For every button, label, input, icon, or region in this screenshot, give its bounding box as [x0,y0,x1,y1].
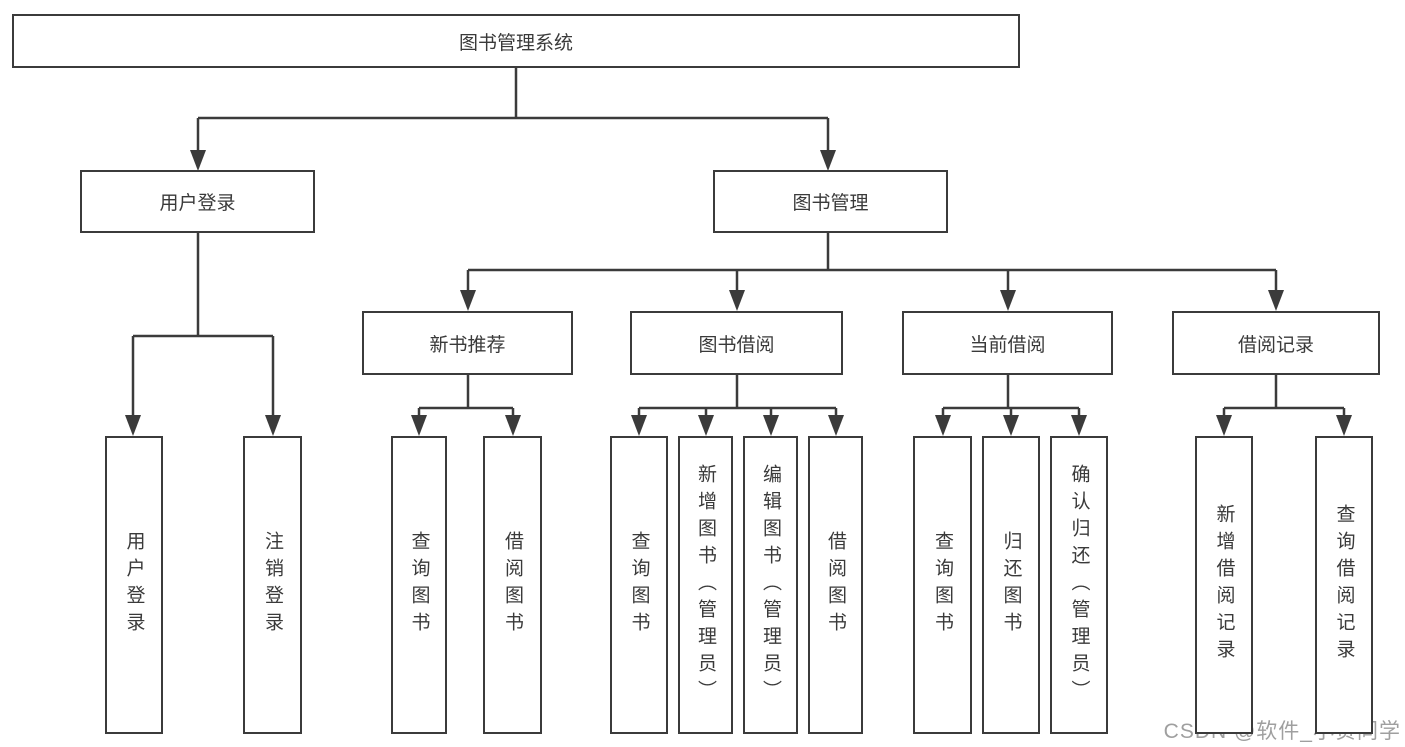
arrowhead-icon [820,150,836,171]
leaf-user-login: 用户登录 [105,436,163,734]
leaf-borrow-books-recommend: 借阅图书 [483,436,542,734]
node-label: 查询图书 [408,531,430,639]
node-user-login: 用户登录 [80,170,315,233]
node-label: 借阅记录 [1237,334,1314,356]
node-label: 当前借阅 [969,334,1046,356]
node-label: 确认归还（管理员） [1068,463,1090,707]
arrowhead-icon [1216,415,1232,436]
leaf-confirm-return-admin: 确认归还（管理员） [1050,436,1108,734]
arrowhead-icon [729,290,745,311]
node-new-book-recommend: 新书推荐 [362,311,573,375]
node-label: 用户登录 [159,193,236,214]
leaf-return-books: 归还图书 [982,436,1040,734]
node-borrow-records: 借阅记录 [1172,311,1380,375]
node-label: 图书管理系统 [458,32,573,54]
leaf-add-borrow-record: 新增借阅记录 [1195,436,1253,734]
node-label: 查询图书 [932,531,953,639]
node-label: 借阅图书 [502,531,523,639]
node-label: 新书推荐 [429,334,506,356]
node-label: 新增图书（管理员） [695,463,716,707]
node-book-borrow: 图书借阅 [630,311,843,375]
leaf-edit-books-admin: 编辑图书（管理员） [743,436,798,734]
arrowhead-icon [698,415,714,436]
node-label: 查询借阅记录 [1333,504,1355,666]
leaf-query-books-recommend: 查询图书 [391,436,447,734]
node-label: 图书借阅 [698,334,775,356]
arrowhead-icon [1336,415,1352,436]
arrowhead-icon [190,150,206,171]
leaf-query-books-borrow: 查询图书 [610,436,668,734]
node-label: 图书管理 [792,193,869,214]
arrowhead-icon [763,415,779,436]
arrowhead-icon [125,415,141,436]
arrowhead-icon [1000,290,1016,311]
node-current-borrow: 当前借阅 [902,311,1113,375]
arrowhead-icon [265,415,281,436]
leaf-logout: 注销登录 [243,436,302,734]
node-label: 编辑图书（管理员） [760,463,781,707]
node-book-management: 图书管理 [713,170,948,233]
arrowhead-icon [828,415,844,436]
node-label: 新增借阅记录 [1213,504,1235,666]
arrowhead-icon [631,415,647,436]
leaf-query-books-current: 查询图书 [913,436,972,734]
node-label: 归还图书 [1000,531,1022,639]
node-root: 图书管理系统 [12,14,1020,68]
node-label: 查询图书 [628,531,650,639]
arrowhead-icon [460,290,476,311]
node-label: 用户登录 [123,531,145,639]
leaf-borrow-books: 借阅图书 [808,436,863,734]
arrowhead-icon [411,415,427,436]
arrowhead-icon [1071,415,1087,436]
node-label: 注销登录 [262,531,283,639]
arrowhead-icon [1268,290,1284,311]
arrowhead-icon [1003,415,1019,436]
leaf-query-borrow-record: 查询借阅记录 [1315,436,1373,734]
arrowhead-icon [505,415,521,436]
leaf-add-books-admin: 新增图书（管理员） [678,436,733,734]
node-label: 借阅图书 [825,531,846,639]
arrowhead-icon [935,415,951,436]
